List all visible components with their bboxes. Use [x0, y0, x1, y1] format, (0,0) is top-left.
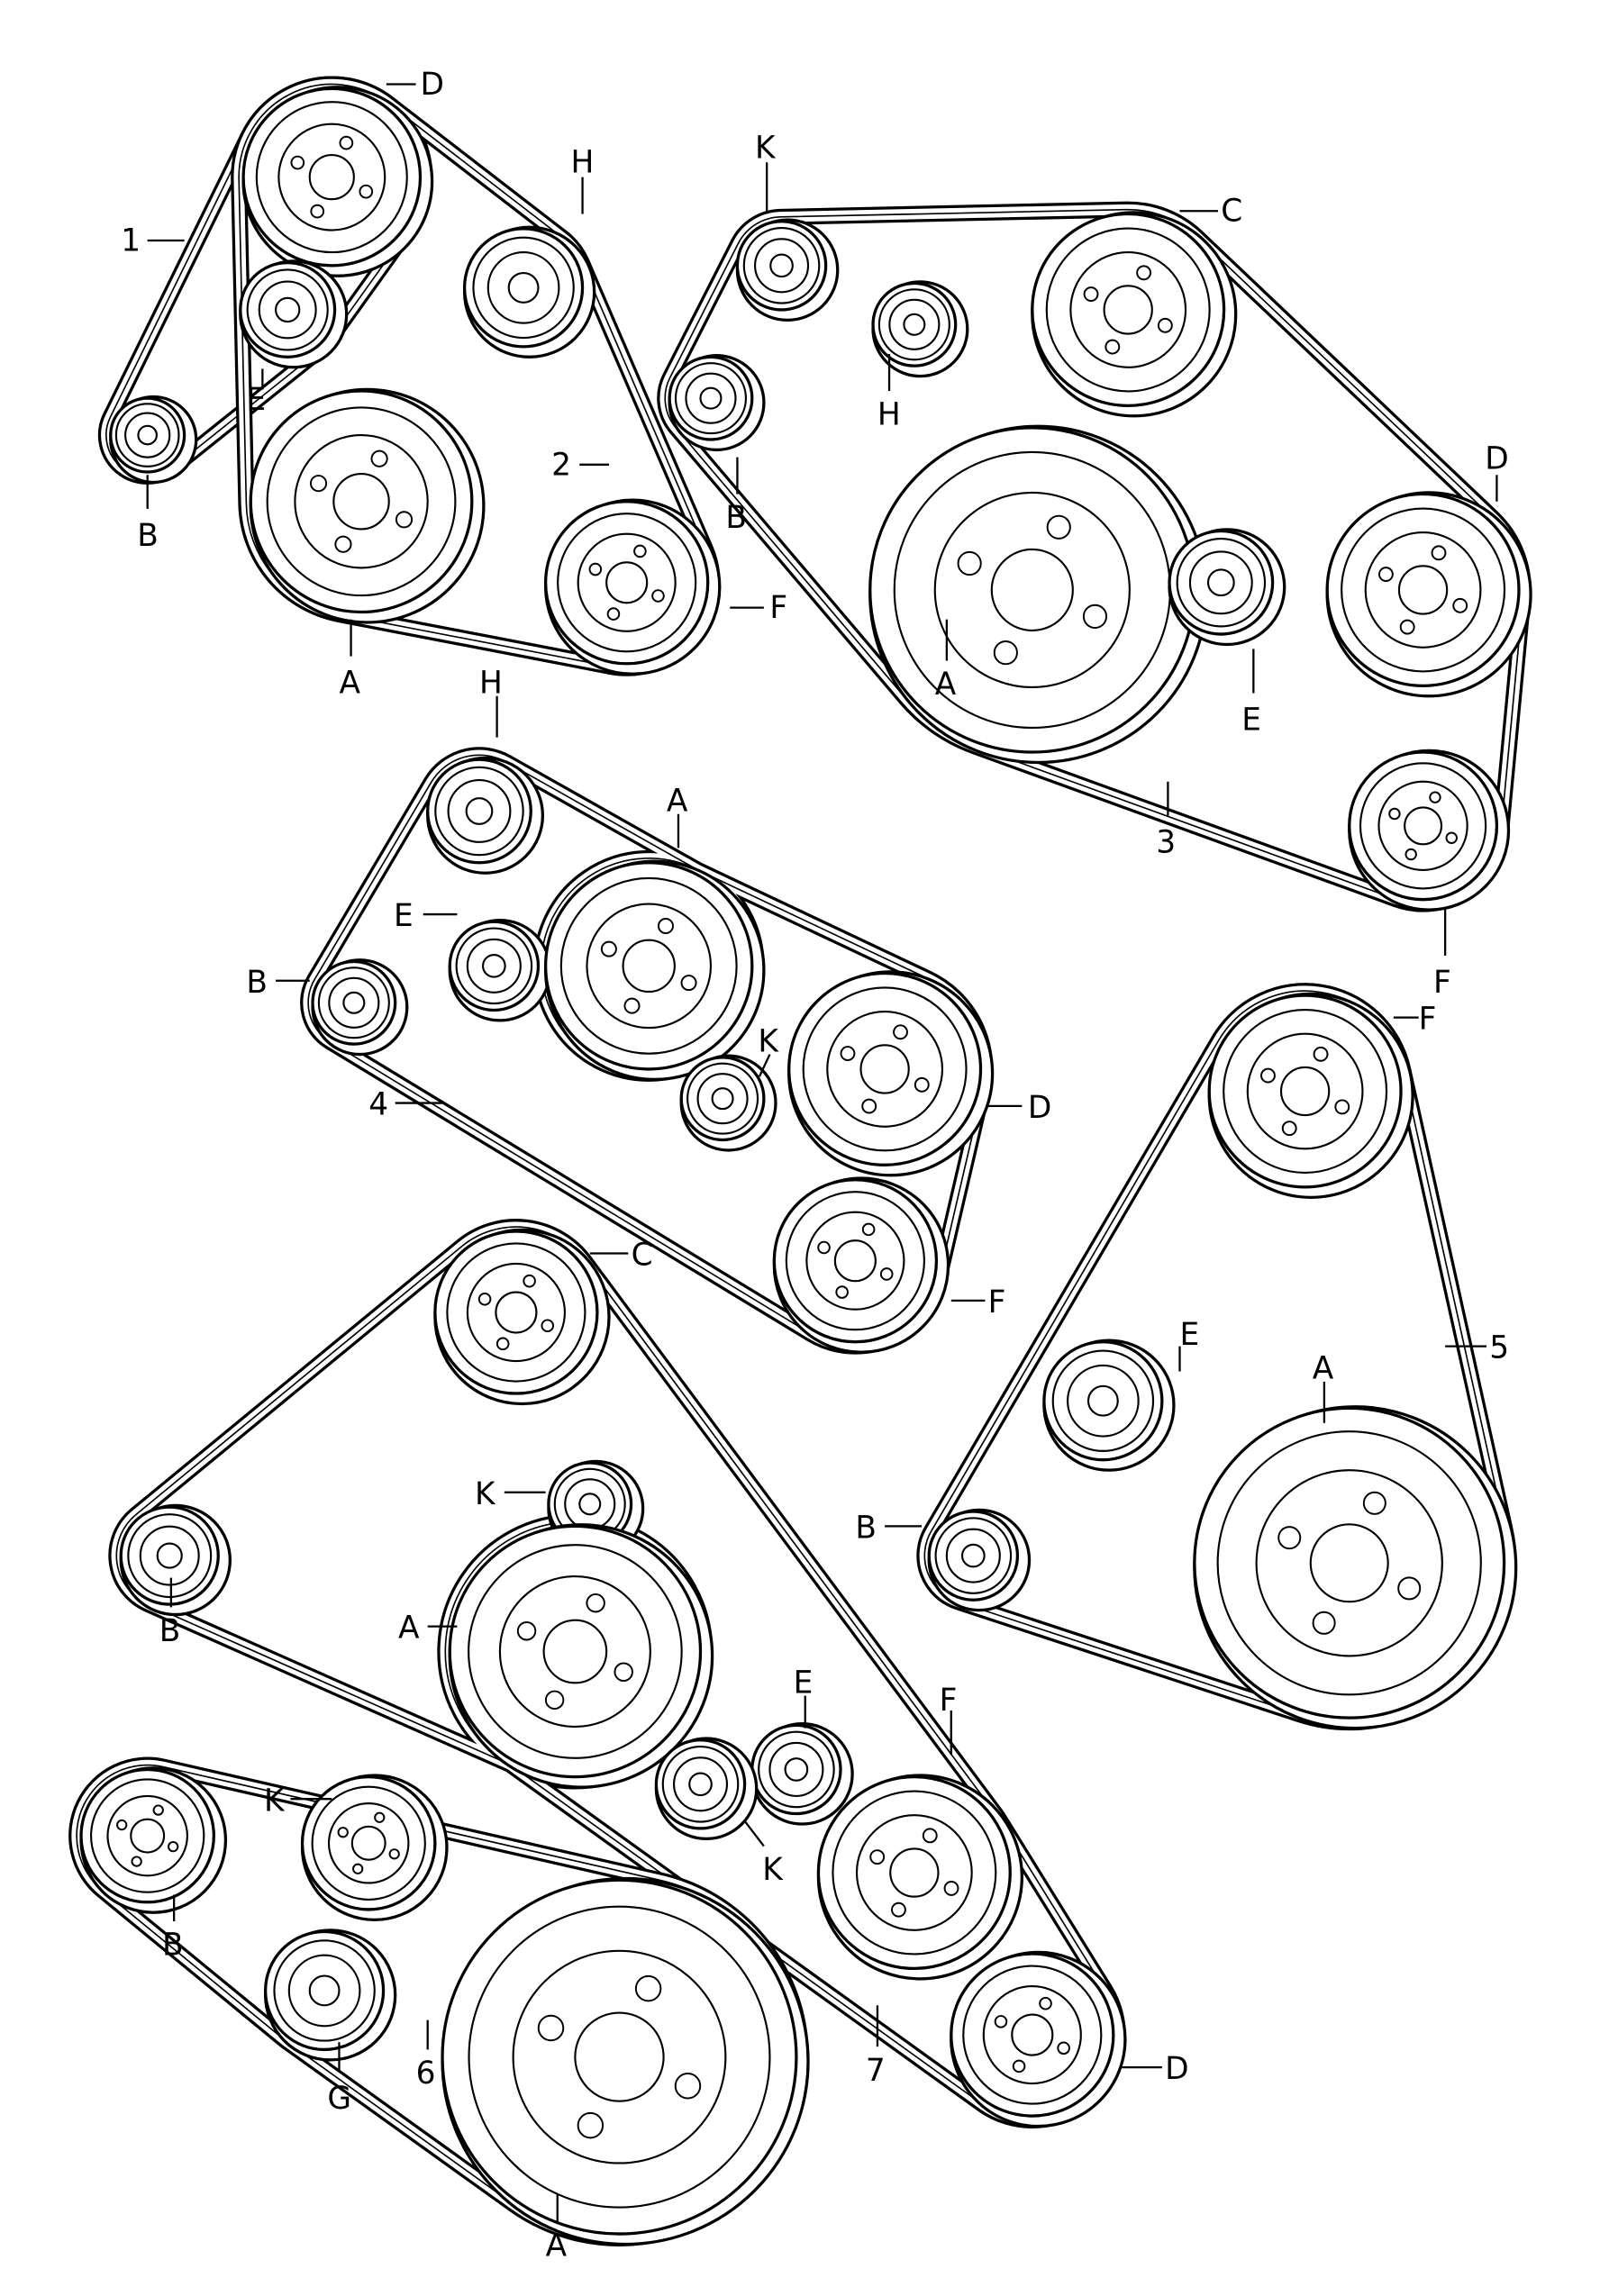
label-belt-6: 6	[416, 2056, 436, 2092]
pulley-B	[109, 395, 198, 485]
pulley-K	[300, 1774, 449, 1922]
pulley-A	[249, 387, 486, 624]
pulley-C	[1031, 211, 1238, 418]
label-K: K	[762, 1852, 784, 1888]
pulley-F	[1207, 992, 1414, 1199]
label-K: K	[758, 1023, 779, 1059]
pulley-B	[927, 1508, 1032, 1612]
label-B: B	[855, 1510, 877, 1546]
pulley-A	[868, 424, 1208, 765]
pulley-C	[433, 1228, 611, 1406]
label-F: F	[940, 1683, 958, 1719]
pulley-E	[1042, 1339, 1176, 1472]
label-B: B	[725, 500, 747, 536]
label-H: H	[877, 397, 901, 433]
label-A: A	[339, 666, 360, 702]
label-belt-3: 3	[1156, 824, 1176, 860]
pulley-B	[79, 1766, 228, 1914]
pulley-A	[1193, 1405, 1518, 1730]
pulley-B	[668, 354, 766, 452]
label-H: H	[570, 145, 594, 181]
label-D: D	[1485, 441, 1508, 477]
label-B: B	[246, 965, 268, 1001]
label-D: D	[1165, 2051, 1188, 2087]
label-F: F	[988, 1284, 1006, 1320]
pulley-A	[544, 859, 766, 1082]
label-B: B	[159, 1613, 181, 1649]
pulley-E	[448, 918, 552, 1022]
label-D: D	[1028, 1090, 1051, 1126]
pulley-H	[871, 280, 969, 378]
pulley-K	[735, 218, 840, 322]
label-C: C	[1221, 194, 1242, 230]
label-belt-5: 5	[1489, 1330, 1509, 1366]
label-belt-7: 7	[866, 2053, 886, 2089]
label-F: F	[1433, 965, 1451, 1001]
pulley-B	[311, 958, 409, 1057]
pulley-B	[119, 1503, 232, 1617]
pulley-F	[816, 1774, 1023, 1981]
label-E: E	[246, 382, 266, 418]
pulley-H	[462, 225, 596, 358]
pulley-F	[772, 1176, 950, 1354]
callout-labels: D H 1 E 2 B A F K C H B D A E 3 F H A E …	[121, 67, 1509, 2264]
pulley-G	[263, 1928, 397, 2062]
pulley-E	[750, 1722, 854, 1826]
label-belt-4: 4	[368, 1087, 388, 1123]
pulley-E	[1168, 528, 1286, 647]
label-B: B	[137, 518, 159, 554]
pulley-K2	[654, 1737, 759, 1841]
label-F: F	[1419, 1002, 1437, 1038]
label-E: E	[794, 1665, 814, 1701]
pulleys	[79, 86, 1532, 2246]
label-A: A	[667, 783, 688, 819]
pulley-E	[239, 259, 349, 369]
pulley-D	[241, 86, 434, 277]
label-A: A	[1313, 1351, 1334, 1387]
label-E: E	[1179, 1317, 1199, 1353]
pulley-F	[1348, 749, 1511, 912]
label-K: K	[755, 130, 777, 166]
pulley-D	[950, 1950, 1127, 2128]
label-K: K	[264, 1783, 286, 1819]
label-E: E	[1241, 702, 1261, 738]
pulley-K	[679, 1054, 777, 1152]
label-belt-2: 2	[551, 447, 571, 483]
label-C: C	[632, 1238, 653, 1274]
pulley-D	[787, 970, 995, 1177]
label-F: F	[769, 590, 787, 626]
pulley-D	[1325, 491, 1532, 698]
label-A: A	[546, 2228, 568, 2264]
pulley-H	[426, 756, 545, 875]
label-belt-1: 1	[121, 222, 141, 259]
label-E: E	[394, 898, 414, 934]
pulley-A	[448, 1523, 714, 1789]
pulley-F	[544, 498, 722, 676]
label-K: K	[475, 1476, 496, 1512]
label-D: D	[421, 67, 444, 103]
label-H: H	[479, 666, 503, 702]
label-A: A	[935, 667, 957, 703]
label-G: G	[327, 2081, 351, 2117]
label-A: A	[398, 1611, 420, 1647]
label-B: B	[162, 1928, 184, 1964]
pulley-A	[441, 1876, 810, 2246]
